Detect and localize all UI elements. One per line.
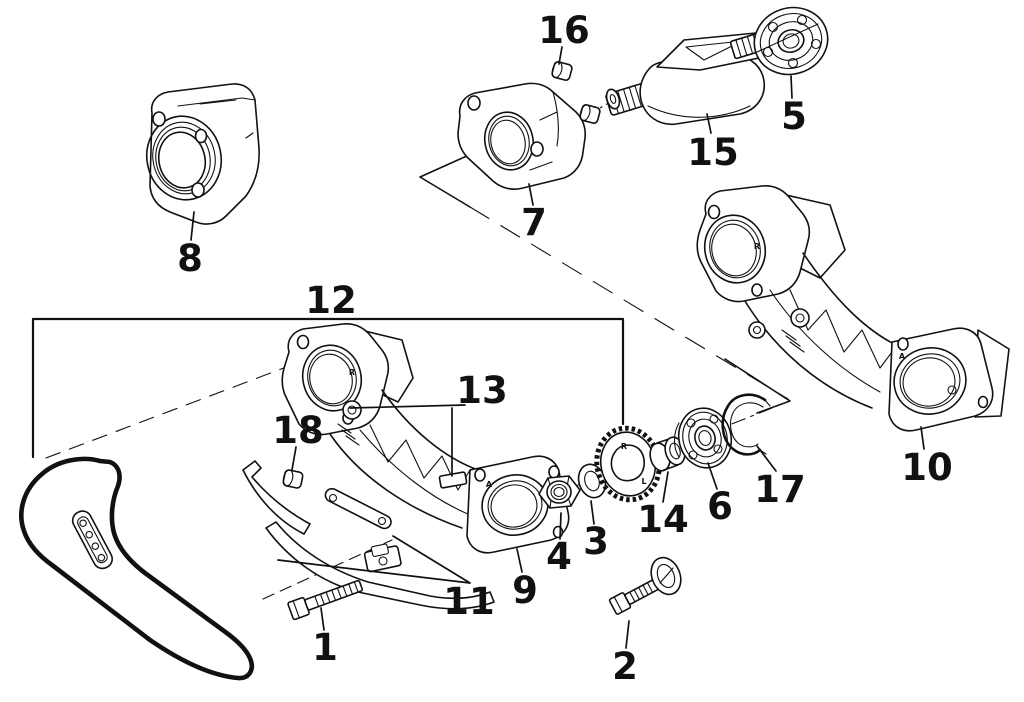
callout-11: 11 bbox=[443, 580, 495, 623]
part-7-housing bbox=[457, 82, 586, 190]
callout-12-bracket bbox=[31, 317, 625, 459]
callout-14: 14 bbox=[637, 498, 689, 541]
part-3-washer bbox=[577, 463, 607, 499]
part-6-bearing bbox=[673, 407, 733, 469]
part-11-chain-guides bbox=[242, 460, 495, 610]
callout-18: 18 bbox=[272, 409, 324, 452]
bracket9-lower-stamp: A bbox=[486, 480, 493, 489]
callout-15: 15 bbox=[687, 131, 739, 174]
part-1-long-bolt bbox=[287, 579, 364, 621]
callout-7: 7 bbox=[521, 201, 547, 244]
bracket10-lower-stamp: A bbox=[899, 352, 906, 361]
part-9-support-bracket: R A bbox=[281, 323, 570, 554]
part-10-support-bracket: R A bbox=[696, 185, 1010, 432]
callout-2: 2 bbox=[612, 645, 638, 688]
callout-8: 8 bbox=[177, 237, 203, 280]
part-16-dowel-pins bbox=[551, 61, 601, 124]
callout-6: 6 bbox=[707, 485, 733, 528]
callout-3: 3 bbox=[583, 520, 609, 563]
part-14-sprocket: R L bbox=[594, 425, 686, 503]
callout-13: 13 bbox=[456, 369, 508, 412]
callout-10: 10 bbox=[901, 446, 953, 489]
leader-lines bbox=[190, 46, 925, 649]
callout-16: 16 bbox=[538, 9, 590, 52]
callout-labels: 1 2 3 4 5 6 7 8 9 10 11 12 13 14 15 16 1… bbox=[177, 9, 953, 688]
sprocket-bottom-stamp: L bbox=[641, 477, 646, 486]
callout-17: 17 bbox=[754, 468, 806, 511]
callout-9: 9 bbox=[512, 569, 538, 612]
part-2-bolt-and-washer bbox=[608, 556, 682, 615]
callout-12: 12 bbox=[305, 279, 357, 322]
bracket10-upper-stamp: R bbox=[754, 242, 760, 251]
part-12-cam-chain bbox=[19, 456, 255, 681]
part-18-bushing bbox=[282, 469, 304, 489]
part-5-ball-bearing bbox=[753, 6, 829, 76]
callout-5: 5 bbox=[781, 95, 807, 138]
bracket9-upper-stamp: R bbox=[349, 368, 355, 377]
callout-4: 4 bbox=[546, 535, 572, 578]
part-4-hex-nut bbox=[538, 475, 581, 509]
sprocket-top-stamp: R bbox=[621, 442, 627, 451]
callout-1: 1 bbox=[312, 626, 338, 669]
part-8-housing bbox=[145, 83, 260, 225]
part-15-shaft-assembly bbox=[605, 32, 769, 125]
part-17-snap-ring bbox=[721, 393, 771, 456]
